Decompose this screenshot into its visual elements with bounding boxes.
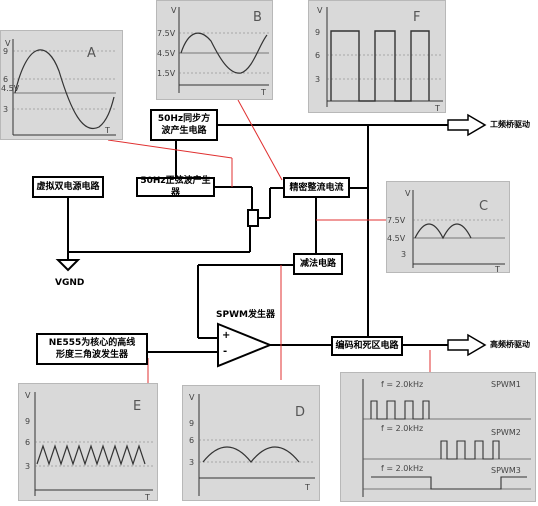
tick-label: 6 bbox=[189, 436, 194, 445]
waveform-photo-f: V T 9 6 3 F bbox=[308, 0, 446, 113]
spwm-signals-plot: f = 2.0kHz f = 2.0kHz f = 2.0kHz SPWM1 S… bbox=[362, 379, 531, 497]
waveform-photo-e: V T 9 6 3 E bbox=[18, 383, 158, 502]
tick-label: 9 bbox=[25, 417, 30, 426]
comparator-plus-label: + bbox=[222, 330, 231, 341]
tick-label: 7.5V bbox=[157, 29, 176, 38]
tick-label: 3 bbox=[25, 462, 30, 471]
signal-label: SPWM3 bbox=[491, 466, 521, 475]
tick-label: 3 bbox=[189, 458, 194, 467]
high-freq-bridge-label: 高频桥驱动 bbox=[490, 340, 530, 349]
tick-label: 7.5V bbox=[387, 216, 406, 225]
photo-letter: E bbox=[133, 399, 141, 414]
axis-t-label: T bbox=[104, 126, 110, 135]
photo-letter: B bbox=[253, 10, 262, 25]
encoder-deadtime-block: 编码和死区电路 bbox=[331, 336, 403, 356]
tick-label: 6 bbox=[25, 438, 30, 447]
waveform-photo-b: V T 7.5V 4.5V 1.5V B bbox=[156, 0, 273, 100]
vgnd-label: VGND bbox=[55, 278, 85, 288]
rectified-wave-plot-c: V T 7.5V 4.5V 3 C bbox=[387, 189, 505, 274]
axis-t-label: T bbox=[260, 88, 266, 97]
tick-label: 3 bbox=[315, 75, 320, 84]
subtractor-block: 减法电路 bbox=[293, 253, 343, 275]
dual-supply-block: 虚拟双电源电路 bbox=[32, 176, 104, 198]
tick-label: 9 bbox=[3, 47, 8, 56]
freq-label: f = 2.0kHz bbox=[381, 380, 423, 389]
axis-v-label: V bbox=[25, 391, 31, 400]
tick-label: 9 bbox=[315, 28, 320, 37]
axis-t-label: T bbox=[494, 265, 500, 274]
sync-square-wave-block: 50Hz同步方 波产生电路 bbox=[150, 109, 218, 141]
axis-v-label: V bbox=[5, 39, 11, 48]
waveform-photo-spwm: f = 2.0kHz f = 2.0kHz f = 2.0kHz SPWM1 S… bbox=[340, 372, 536, 502]
axis-v-label: V bbox=[317, 6, 323, 15]
photo-letter: C bbox=[479, 199, 488, 214]
axis-v-label: V bbox=[189, 393, 195, 402]
sine-wave-plot-b: V T 7.5V 4.5V 1.5V B bbox=[157, 6, 269, 97]
rectified-wave-plot-d: V T 9 6 3 D bbox=[189, 393, 315, 496]
waveform-photo-c: V T 7.5V 4.5V 3 C bbox=[386, 181, 510, 274]
tick-label: 4.5V bbox=[157, 49, 176, 58]
freq-label: f = 2.0kHz bbox=[381, 424, 423, 433]
signal-label: SPWM2 bbox=[491, 428, 521, 437]
spwm-generator-label: SPWM发生器 bbox=[216, 310, 275, 320]
tick-label: 6 bbox=[3, 75, 8, 84]
waveform-photo-a: V T 9 6 4.5V 3 A bbox=[0, 30, 123, 140]
precision-rectifier-block: 精密整流电流 bbox=[283, 177, 350, 198]
axis-t-label: T bbox=[144, 493, 150, 502]
waveform-photo-d: V T 9 6 3 D bbox=[182, 385, 320, 501]
signal-label: SPWM1 bbox=[491, 380, 521, 389]
tick-label: 3 bbox=[401, 250, 406, 259]
axis-t-label: T bbox=[304, 483, 310, 492]
freq-label: f = 2.0kHz bbox=[381, 464, 423, 473]
tick-label: 3 bbox=[3, 105, 8, 114]
square-wave-plot-f: V T 9 6 3 F bbox=[315, 6, 443, 113]
sine-generator-block: 50Hz正弦波产生器 bbox=[136, 176, 215, 198]
photo-letter: D bbox=[295, 405, 305, 420]
triangle-generator-block: NE555为核心的高线 形度三角波发生器 bbox=[36, 333, 148, 365]
tick-label: 1.5V bbox=[157, 69, 176, 78]
tick-label: 6 bbox=[315, 51, 320, 60]
axis-v-label: V bbox=[405, 189, 411, 198]
tick-label: 9 bbox=[189, 419, 194, 428]
triangle-wave-plot-e: V T 9 6 3 E bbox=[25, 391, 153, 502]
photo-letter: F bbox=[413, 10, 420, 25]
comparator-minus-label: - bbox=[223, 346, 228, 357]
axis-v-label: V bbox=[171, 6, 177, 15]
low-freq-bridge-label: 工频桥驱动 bbox=[490, 120, 530, 129]
tick-label: 4.5V bbox=[1, 84, 20, 93]
axis-t-label: T bbox=[434, 104, 440, 113]
sine-wave-plot-a: V T 9 6 4.5V 3 A bbox=[1, 39, 116, 136]
photo-letter: A bbox=[87, 46, 96, 61]
tick-label: 4.5V bbox=[387, 234, 406, 243]
